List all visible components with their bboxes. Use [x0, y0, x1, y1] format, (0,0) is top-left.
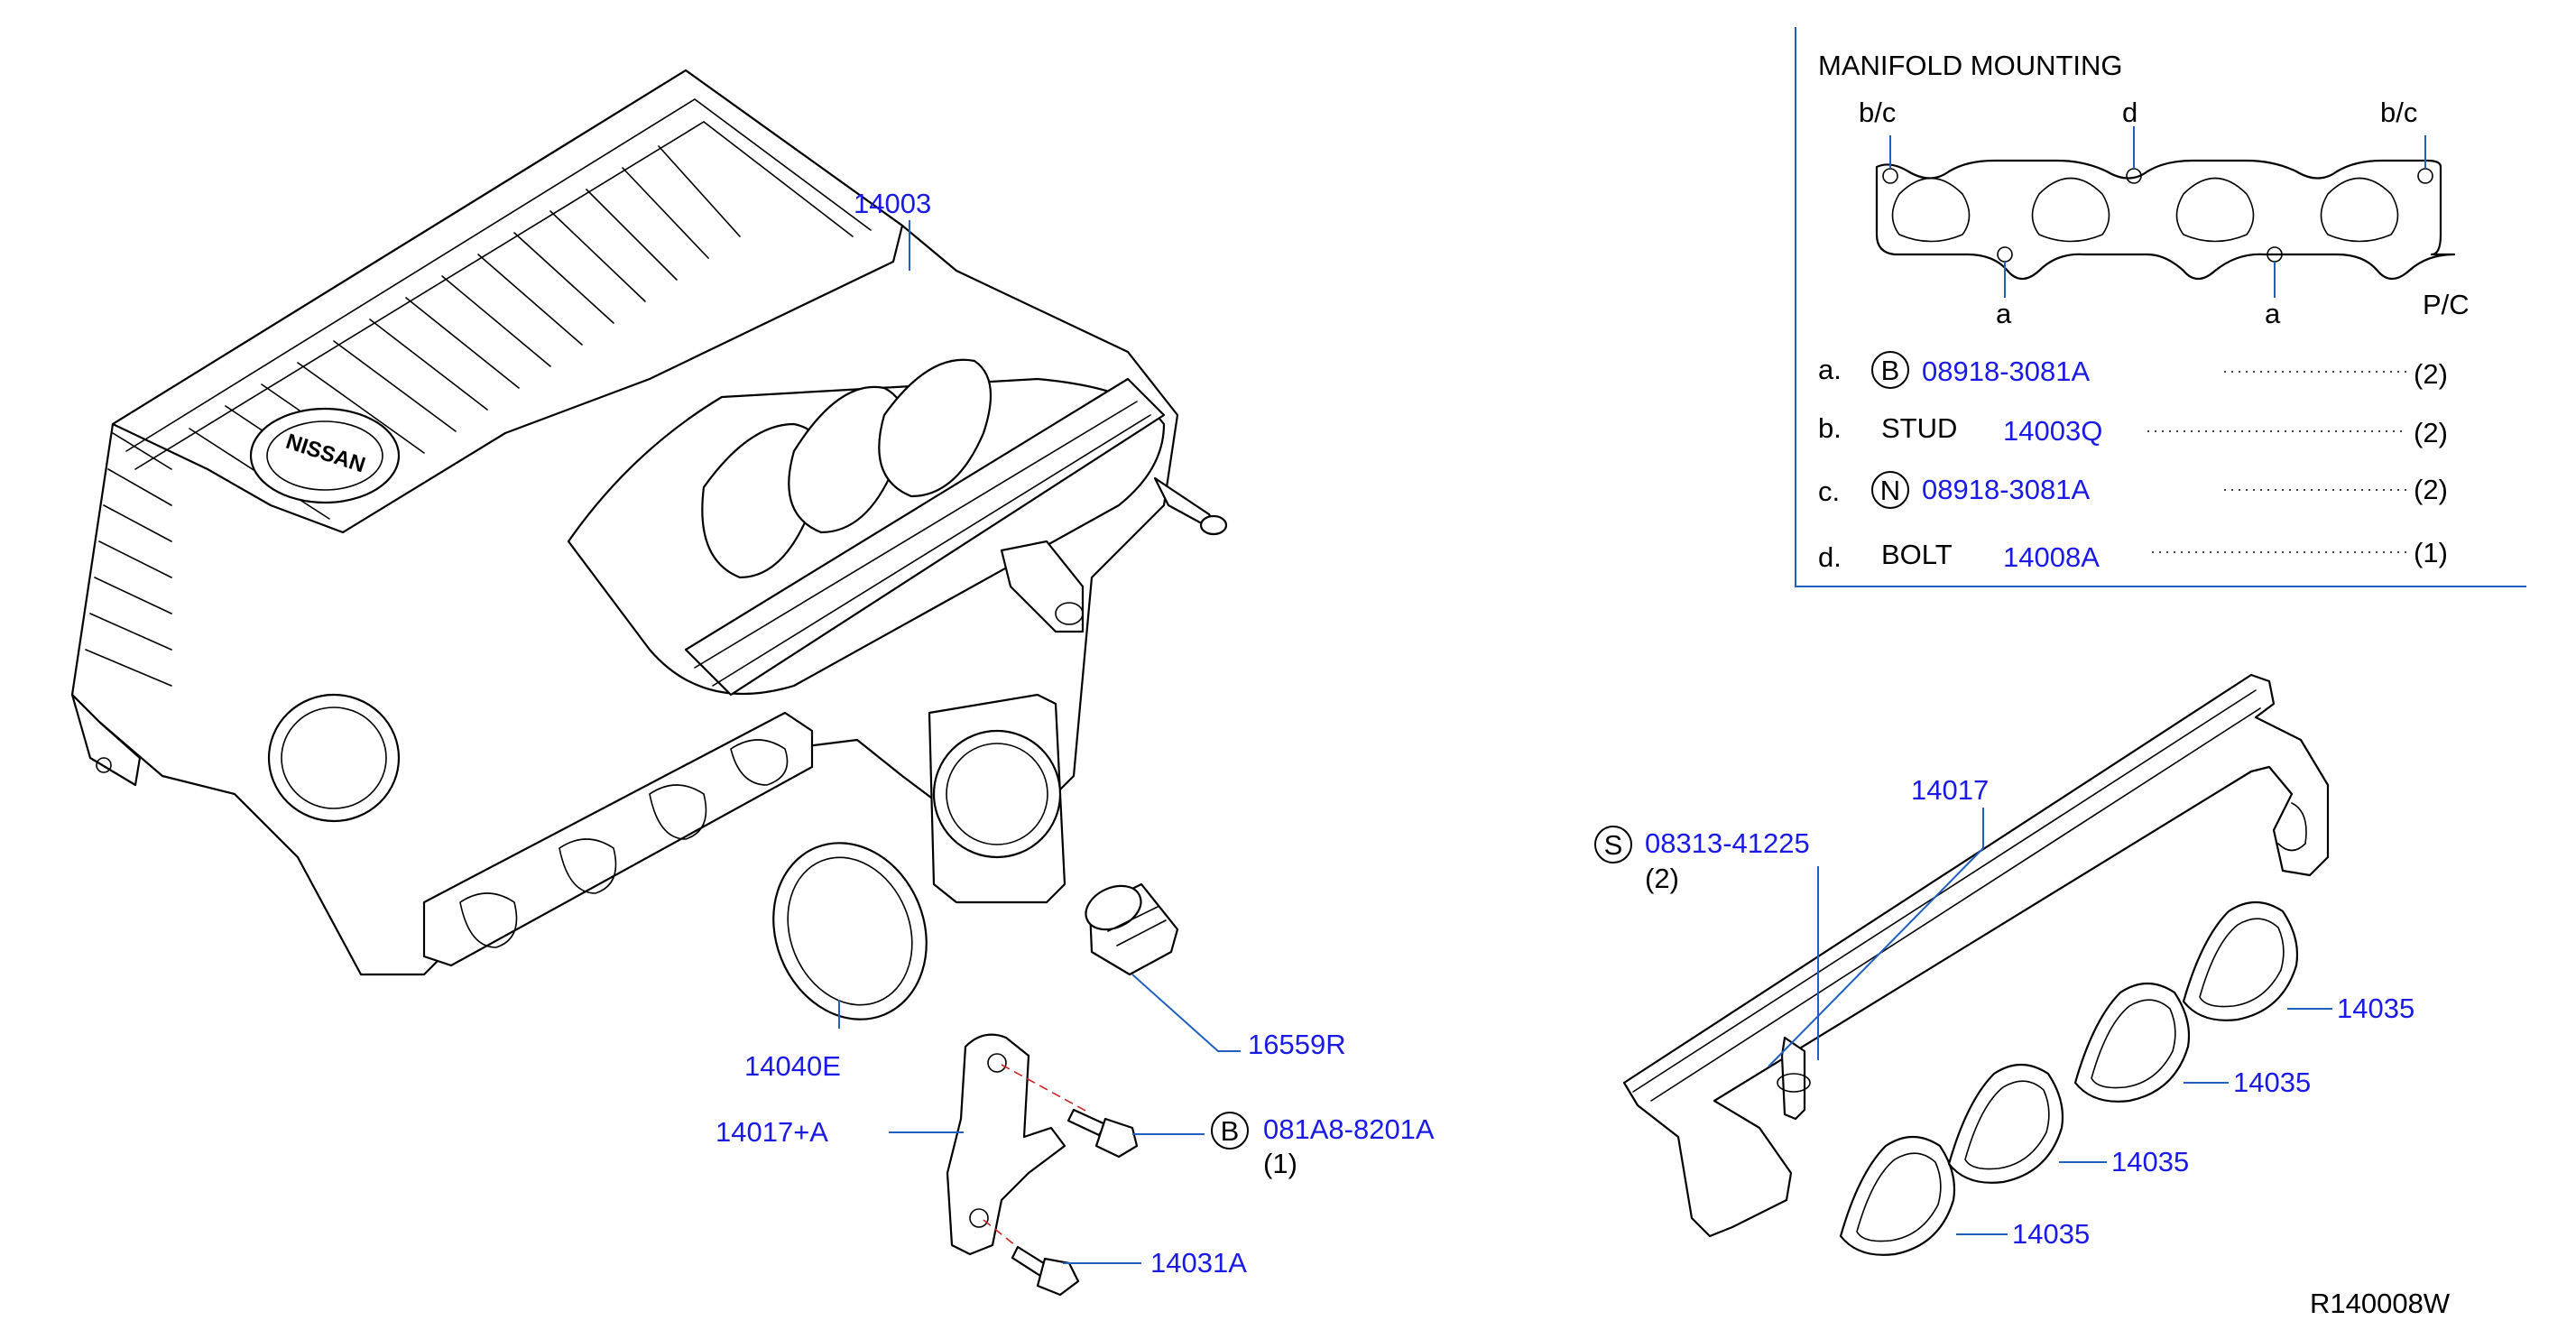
label-16559r: 16559R	[1248, 1029, 1346, 1060]
row-qty: (2)	[2414, 417, 2448, 448]
label-14031a: 14031A	[1150, 1247, 1247, 1279]
label-14017: 14017	[1911, 774, 1989, 806]
row-qty: (1)	[2414, 537, 2448, 568]
label-14040e: 14040E	[744, 1050, 841, 1082]
mounting-row-a: a. B 08918-3081A (2)	[1818, 351, 2448, 390]
row-symbol: B	[1881, 355, 1900, 386]
row-key: c.	[1818, 476, 1840, 507]
port-gaskets-14035	[1839, 901, 2299, 1256]
diagram-code: R140008W	[2310, 1288, 2451, 1319]
leader-lines	[838, 220, 2332, 1264]
row-part: 14008A	[2003, 541, 2100, 573]
position-bc-right: b/c	[2380, 97, 2417, 128]
mounting-row-c: c. N 08918-3081A (2)	[1818, 471, 2448, 509]
row-key: d.	[1818, 541, 1842, 573]
row-part: 08918-3081A	[1922, 356, 2090, 387]
symbol-s-circle	[1594, 826, 1632, 863]
row-qty: (2)	[2414, 358, 2448, 390]
pc-label: P/C	[2423, 289, 2470, 320]
row-word: BOLT	[1881, 539, 1953, 570]
symbol-s: S	[1604, 829, 1623, 861]
mounting-row-d: d. BOLT 14008A (1)	[1818, 537, 2448, 573]
bracket-14017a	[946, 1033, 1139, 1297]
intake-manifold-drawing: NISSAN	[70, 69, 1228, 976]
label-14003: 14003	[854, 188, 931, 219]
position-d: d	[2122, 97, 2137, 128]
mounting-inset: MANIFOLD MOUNTING b/c d b/c a a P/C a. B…	[1795, 27, 2526, 587]
row-qty: (2)	[2414, 474, 2448, 505]
row-part: 08918-3081A	[1922, 474, 2090, 505]
support-14017	[1622, 673, 2330, 1238]
row-key: b.	[1818, 412, 1842, 444]
symbol-b: B	[1221, 1115, 1240, 1147]
position-bc-left: b/c	[1859, 97, 1896, 128]
position-a-left: a	[1996, 298, 2012, 329]
grommet-16559r	[1085, 882, 1179, 976]
mounting-title: MANIFOLD MOUNTING	[1818, 50, 2123, 81]
row-symbol: N	[1880, 475, 1900, 506]
label-14017a: 14017+A	[716, 1116, 828, 1148]
row-key: a.	[1818, 354, 1842, 385]
label-14035-2: 14035	[2111, 1146, 2189, 1177]
row-part: 14003Q	[2003, 415, 2102, 447]
qty-081a8-8201a: (1)	[1263, 1148, 1297, 1179]
gasket-ring-14040e	[772, 842, 928, 1020]
symbol-b-circle	[1211, 1112, 1249, 1150]
label-08313-41225: 08313-41225	[1645, 827, 1810, 859]
label-14035-4: 14035	[2337, 993, 2414, 1024]
label-14035-3: 14035	[2233, 1067, 2311, 1098]
position-a-right: a	[2265, 298, 2281, 329]
label-081a8-8201a: 081A8-8201A	[1263, 1113, 1435, 1145]
qty-08313-41225: (2)	[1645, 863, 1679, 894]
row-word: STUD	[1881, 412, 1957, 444]
mounting-row-b: b. STUD 14003Q (2)	[1818, 412, 2448, 448]
label-14035-1: 14035	[2012, 1218, 2090, 1250]
